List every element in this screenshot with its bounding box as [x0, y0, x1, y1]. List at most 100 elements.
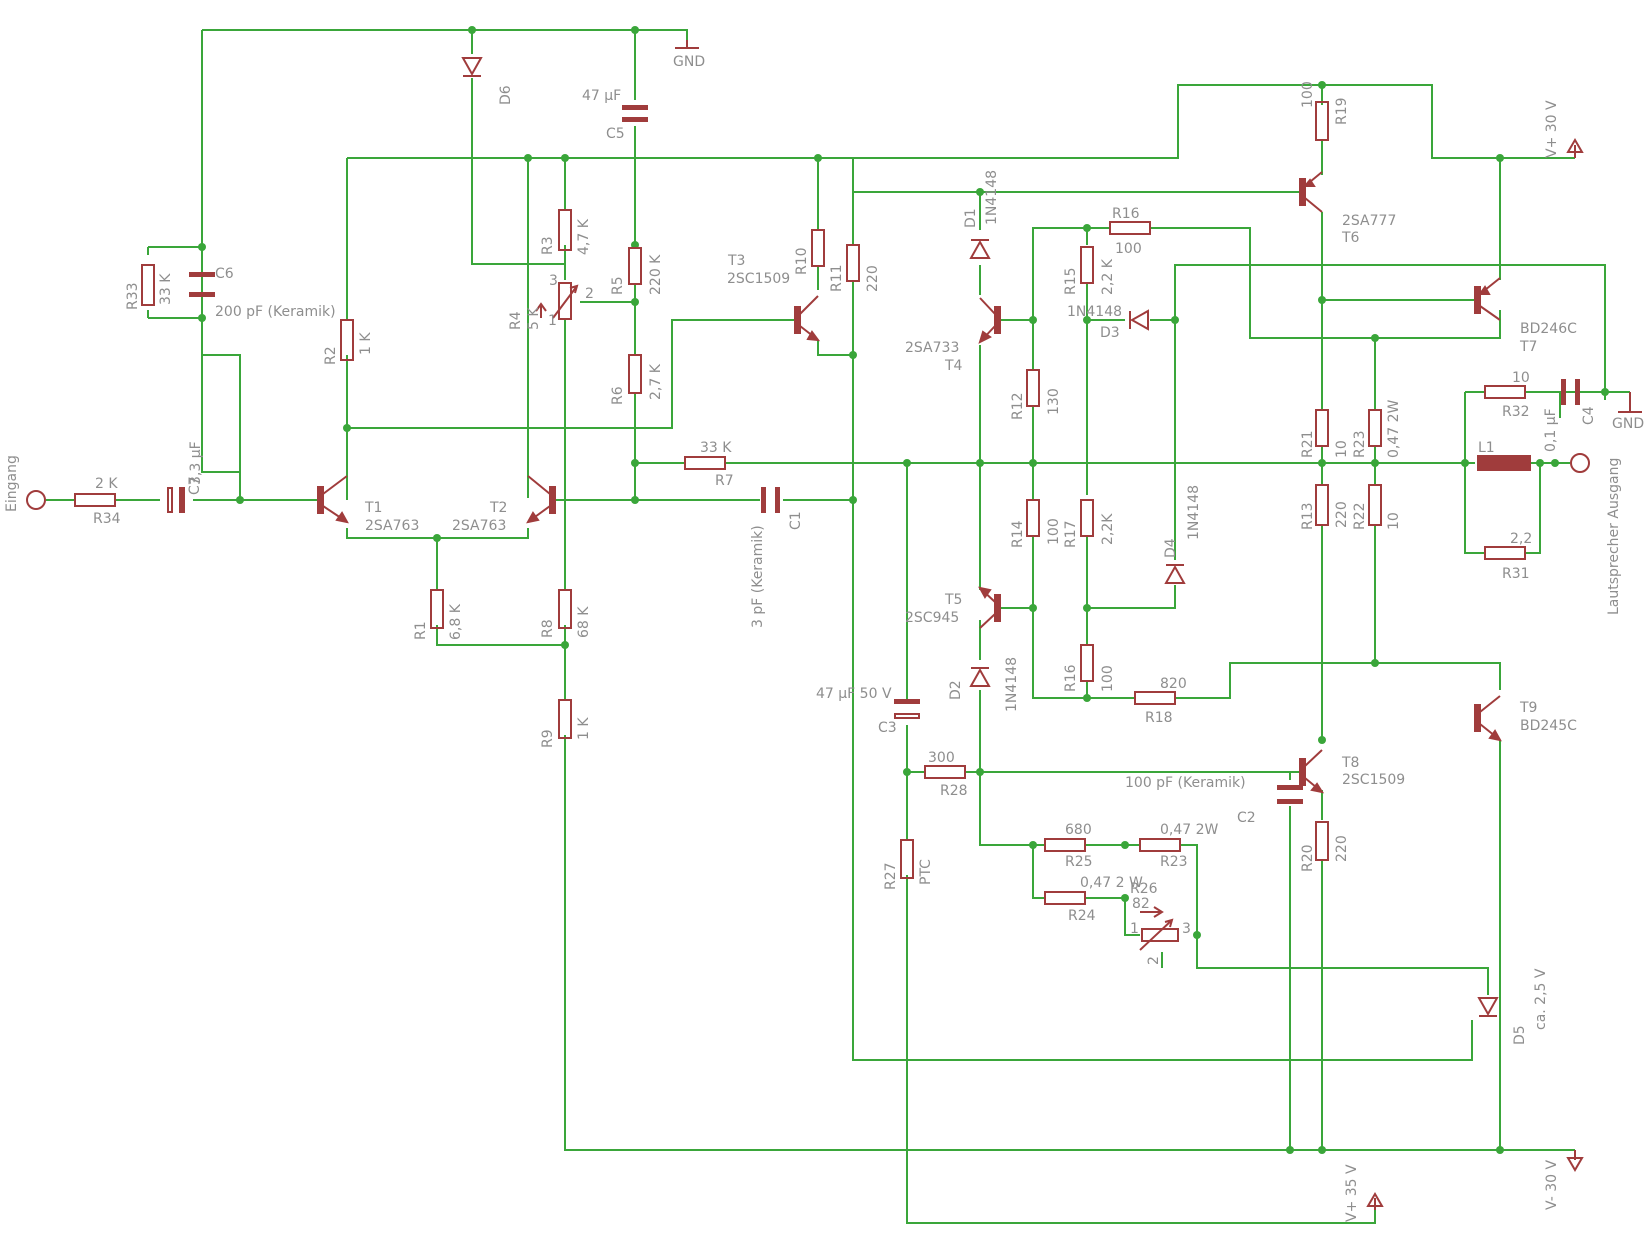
svg-text:D1: D1: [963, 208, 979, 228]
svg-text:33 K: 33 K: [158, 273, 174, 305]
svg-text:D2: D2: [948, 680, 964, 700]
resistor-r3: R3 4,7 K: [540, 209, 592, 255]
svg-text:0,47 2 W: 0,47 2 W: [1080, 875, 1143, 891]
resistor-r26: 0,47 2 W R24: [1044, 875, 1143, 924]
svg-text:2SA763: 2SA763: [452, 518, 506, 534]
vneg30-symbol: V- 30 V: [1544, 1150, 1584, 1210]
svg-text:2,2K: 2,2K: [1100, 513, 1116, 545]
svg-text:R31: R31: [1502, 566, 1530, 582]
svg-text:R26: R26: [1130, 881, 1158, 897]
input-port: Eingang: [4, 455, 46, 512]
capacitor-c6: C6 200 pF (Keramik): [189, 266, 336, 320]
svg-text:300: 300: [928, 750, 955, 766]
svg-text:T4: T4: [944, 358, 963, 374]
svg-text:R11: R11: [829, 264, 845, 292]
svg-text:1N4148: 1N4148: [984, 170, 1000, 225]
svg-text:220: 220: [865, 265, 881, 292]
svg-text:R15: R15: [1063, 267, 1079, 295]
svg-text:2,2 K: 2,2 K: [1100, 258, 1116, 295]
resistor-r24: R23 0,47 2W: [1352, 399, 1402, 458]
diode-d6: D6: [461, 57, 514, 105]
svg-text:R21: R21: [1300, 430, 1316, 458]
svg-text:10: 10: [1512, 370, 1530, 386]
transistor-t4: 2SA733 T4: [905, 297, 1001, 374]
svg-text:V+ 35 V: V+ 35 V: [1344, 1164, 1360, 1222]
svg-text:R10: R10: [794, 247, 810, 275]
gnd-symbol-right: GND: [1612, 392, 1644, 432]
svg-text:BD245C: BD245C: [1520, 718, 1577, 734]
svg-text:R1: R1: [413, 621, 429, 640]
resistor-r9: R9 1 K: [540, 699, 592, 748]
svg-text:R17: R17: [1063, 520, 1079, 548]
svg-text:2,2: 2,2: [1510, 531, 1532, 547]
svg-text:1: 1: [1130, 921, 1139, 937]
svg-text:GND: GND: [1612, 416, 1644, 432]
svg-text:D5: D5: [1512, 1025, 1528, 1045]
svg-text:2SC1509: 2SC1509: [1342, 772, 1405, 788]
resistor-r30: 300 R28: [924, 750, 968, 799]
resistor-r5: R5 220 K: [610, 247, 664, 295]
resistor-r31: 2,2 R31: [1484, 531, 1532, 582]
capacitor-c2: 100 pF (Keramik) C2: [1125, 775, 1303, 826]
svg-text:T6: T6: [1341, 230, 1360, 246]
svg-text:R16: R16: [1112, 206, 1140, 222]
resistor-r17: R16 100: [1063, 644, 1116, 692]
svg-text:100: 100: [1046, 518, 1062, 545]
resistor-r11: R11 220: [829, 244, 881, 292]
svg-text:R5: R5: [610, 276, 626, 295]
svg-text:2: 2: [1146, 956, 1162, 965]
svg-text:T5: T5: [944, 592, 962, 608]
resistor-r25: 0,47 2W R23: [1139, 822, 1219, 870]
resistor-r18: R17 2,2K: [1063, 499, 1116, 548]
svg-text:1N4148: 1N4148: [1186, 485, 1202, 540]
resistor-r10: R10: [794, 229, 825, 275]
svg-text:R7: R7: [715, 473, 734, 489]
svg-text:GND: GND: [673, 54, 705, 70]
svg-text:47 µF 50 V: 47 µF 50 V: [816, 686, 892, 702]
transistor-t6: 2SA777 T6: [1299, 171, 1396, 246]
svg-text:R27: R27: [883, 862, 899, 890]
potentiometer-r28: R26 82 1 3 2: [1130, 881, 1191, 965]
svg-text:R3: R3: [540, 236, 556, 255]
svg-text:T2: T2: [489, 500, 507, 516]
transistor-t3: T3 2SC1509: [727, 253, 821, 342]
diode-d3: 1N4148 D3: [1067, 304, 1149, 341]
svg-text:3,3 µF: 3,3 µF: [188, 441, 204, 485]
wires: [46, 29, 1630, 1224]
svg-text:R6: R6: [610, 386, 626, 405]
resistor-r12: R12 130: [1010, 369, 1062, 420]
svg-text:C2: C2: [1237, 810, 1256, 826]
svg-text:2SA777: 2SA777: [1342, 213, 1396, 229]
resistor-r16: R16 100: [1109, 206, 1151, 257]
inductor-l1: L1: [1477, 440, 1531, 471]
resistor-r14: R14 100: [1010, 499, 1062, 548]
svg-text:C1: C1: [788, 511, 804, 530]
svg-text:10: 10: [1386, 512, 1402, 530]
capacitor-c7: C7 3,3 µF: [167, 441, 204, 513]
resistor-r6: R6 2,7 K: [610, 354, 664, 405]
svg-text:4,7 K: 4,7 K: [576, 218, 592, 255]
svg-text:0,47 2W: 0,47 2W: [1160, 822, 1219, 838]
transistor-t9: T9 BD245C: [1474, 695, 1577, 742]
resistor-r22: R20 220: [1300, 821, 1350, 872]
svg-text:BD246C: BD246C: [1520, 321, 1577, 337]
svg-text:100: 100: [1115, 241, 1142, 257]
svg-text:R20: R20: [1300, 844, 1316, 872]
svg-text:2SA733: 2SA733: [905, 340, 959, 356]
svg-text:680: 680: [1065, 822, 1092, 838]
svg-text:R33: R33: [125, 282, 141, 310]
svg-text:1: 1: [548, 313, 557, 329]
svg-text:D3: D3: [1100, 325, 1120, 341]
resistor-r13: R21 10: [1300, 409, 1350, 458]
transistor-t2: T2 2SA763: [452, 475, 556, 534]
svg-text:68 K: 68 K: [576, 606, 592, 638]
vpos35-symbol: V+ 35 V: [1344, 1164, 1384, 1222]
svg-text:T8: T8: [1341, 755, 1359, 771]
svg-text:2SC945: 2SC945: [905, 610, 959, 626]
svg-text:L1: L1: [1478, 440, 1495, 456]
svg-text:2,7 K: 2,7 K: [648, 363, 664, 400]
svg-text:5 K: 5 K: [526, 307, 542, 330]
svg-text:3: 3: [1182, 921, 1191, 937]
svg-text:R9: R9: [540, 729, 556, 748]
